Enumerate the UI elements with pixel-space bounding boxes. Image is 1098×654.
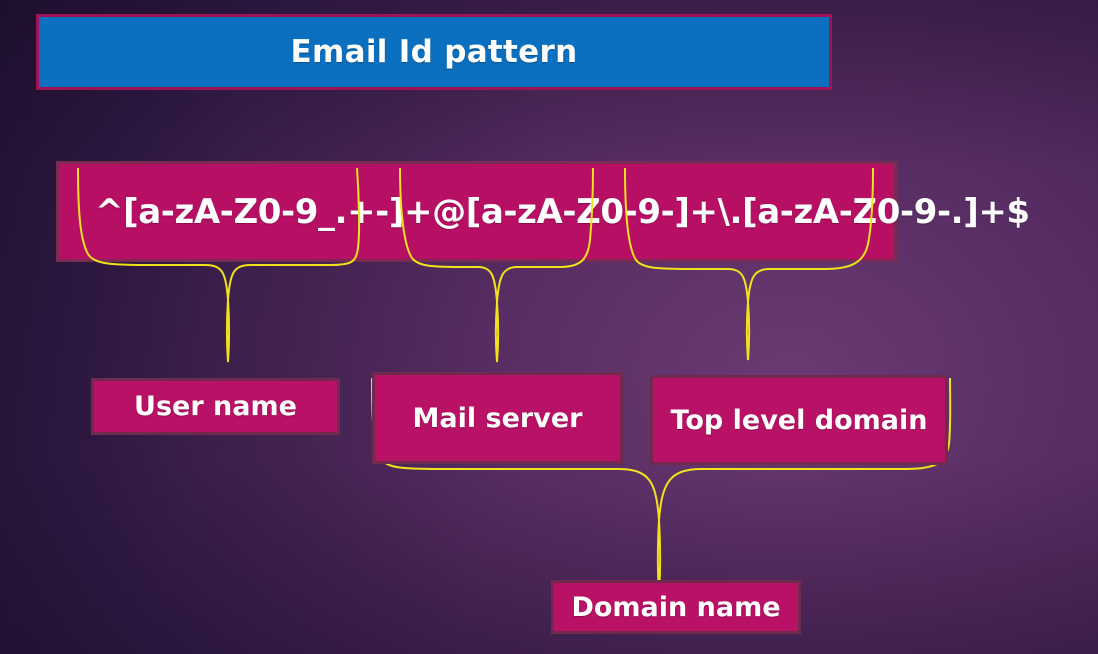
page-title: Email Id pattern <box>290 34 578 70</box>
label-chip-user-name: User name <box>91 378 340 435</box>
label-top-level-domain: Top level domain <box>670 404 928 436</box>
label-mail-server: Mail server <box>412 402 583 434</box>
regex-pattern-bar: ^[a-zA-Z0-9_.+-]+@[a-zA-Z0-9-]+\.[a-zA-Z… <box>56 161 1030 262</box>
title-banner: Email Id pattern <box>36 14 832 90</box>
label-user-name: User name <box>134 391 297 422</box>
regex-pattern-text: ^[a-zA-Z0-9_.+-]+@[a-zA-Z0-9-]+\.[a-zA-Z… <box>95 191 1030 232</box>
label-chip-mail-server: Mail server <box>372 372 623 464</box>
label-domain-name: Domain name <box>571 591 781 623</box>
label-chip-domain-name: Domain name <box>551 580 801 634</box>
label-chip-top-level-domain: Top level domain <box>650 375 948 465</box>
